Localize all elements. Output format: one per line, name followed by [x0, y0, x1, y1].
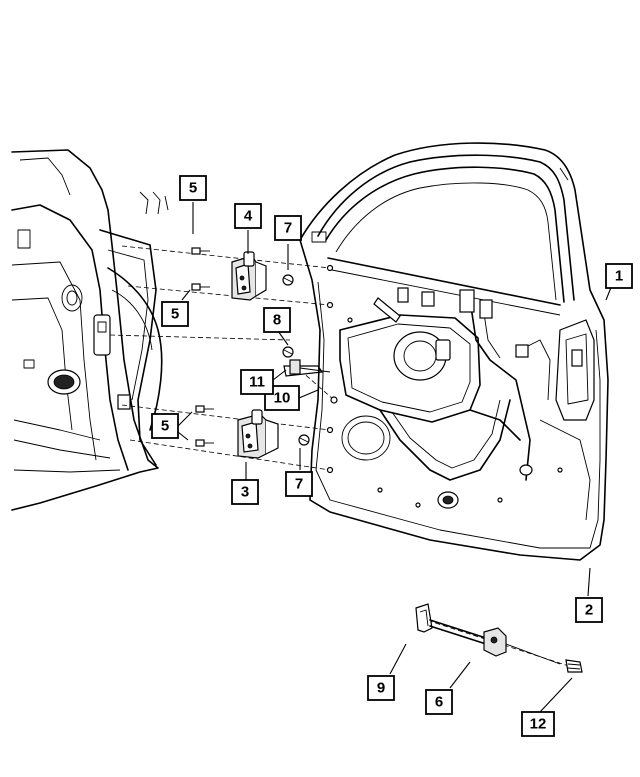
callout-5-bottom: 5 — [151, 413, 179, 439]
door-shell — [299, 142, 609, 561]
callout-12: 12 — [521, 711, 555, 737]
callout-label-3: 3 — [241, 484, 249, 501]
leader-8 — [277, 330, 289, 346]
callout-6: 6 — [425, 689, 453, 715]
callout-label-6: 6 — [435, 694, 443, 711]
callout-7-bottom: 7 — [285, 471, 313, 497]
callout-label-5-bottom: 5 — [161, 418, 169, 435]
bolt-lower-hinge-body-1 — [195, 405, 214, 413]
callout-4: 4 — [234, 203, 262, 229]
leader-9 — [389, 643, 407, 675]
body-a-pillar-structure — [11, 149, 169, 511]
upper-hinge — [231, 251, 267, 301]
leader-11 — [272, 369, 287, 381]
leader-5b — [181, 289, 191, 301]
door-check-strap — [283, 359, 331, 377]
bolt-lower-hinge-body-2 — [195, 439, 214, 447]
callout-label-4: 4 — [244, 208, 253, 225]
callout-label-11: 11 — [249, 374, 265, 391]
leader-5c — [177, 411, 193, 427]
door-check-link-assembly — [415, 603, 583, 673]
leader-10 — [298, 389, 319, 399]
leader-5c-2 — [177, 431, 189, 441]
leader-6 — [449, 661, 471, 689]
bolt-lower-hinge-door — [298, 434, 310, 446]
callout-label-5-top: 5 — [189, 180, 197, 197]
callout-5-top: 5 — [179, 175, 207, 201]
callout-label-7-top: 7 — [284, 220, 292, 237]
leader-12 — [539, 677, 573, 713]
callout-label-1: 1 — [615, 268, 623, 285]
bolt-check-strap — [282, 346, 294, 358]
callout-5-middle: 5 — [161, 301, 189, 327]
fasteners — [191, 247, 310, 447]
callout-1: 1 — [605, 263, 633, 289]
callout-label-12: 12 — [530, 716, 547, 733]
callout-label-8: 8 — [273, 312, 281, 329]
callout-label-10: 10 — [274, 390, 291, 407]
leader-2 — [587, 567, 591, 597]
bolt-upper-hinge-body-2 — [191, 283, 210, 291]
callout-9: 9 — [367, 675, 395, 701]
callout-label-2: 2 — [585, 602, 593, 619]
callout-8: 8 — [263, 307, 291, 333]
callout-label-5-middle: 5 — [171, 306, 179, 323]
callout-2: 2 — [575, 597, 603, 623]
callout-label-9: 9 — [377, 680, 385, 697]
bolt-upper-hinge-body-1 — [191, 247, 210, 255]
callout-7-top: 7 — [274, 215, 302, 241]
callout-11: 11 — [240, 369, 274, 395]
callout-3: 3 — [231, 479, 259, 505]
callout-label-7-bottom: 7 — [295, 476, 303, 493]
lower-hinge — [237, 409, 279, 459]
bolt-upper-hinge-door — [282, 274, 294, 286]
